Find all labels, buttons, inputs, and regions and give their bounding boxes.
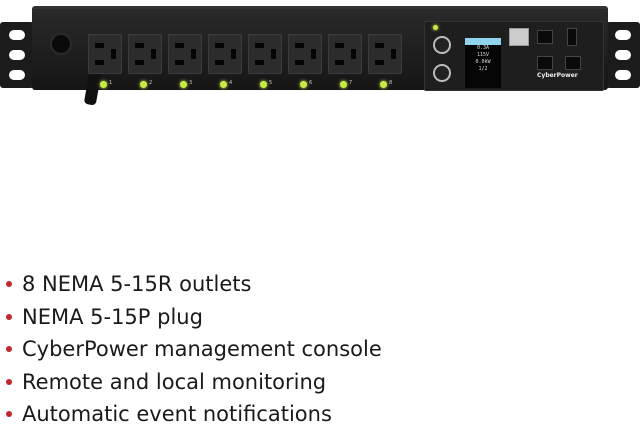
bullet-icon <box>6 346 12 353</box>
feature-item: NEMA 5-15P plug <box>6 301 382 334</box>
outlet-number: 6 <box>309 80 313 86</box>
feature-item: Automatic event notifications <box>6 398 382 431</box>
outlet <box>248 34 282 74</box>
outlet <box>88 34 122 74</box>
lcd-line: 115V <box>476 52 490 58</box>
feature-item: 8 NEMA 5-15R outlets <box>6 268 382 301</box>
outlet-led <box>180 81 187 88</box>
outlet-led <box>380 81 387 88</box>
select-button <box>433 36 451 54</box>
outlet <box>128 34 162 74</box>
usb-port <box>567 28 577 46</box>
feature-text: Remote and local monitoring <box>22 369 327 394</box>
feature-text: NEMA 5-15P plug <box>22 304 203 329</box>
enter-button <box>433 64 451 82</box>
ethernet-port <box>509 28 529 46</box>
brand-logo: CyberPower <box>537 72 578 79</box>
lcd-display: 0.3A 115V 0.0kW 1/2 <box>465 38 501 88</box>
outlet-number: 3 <box>189 80 193 86</box>
lcd-line: 0.0kW <box>475 59 491 65</box>
bullet-icon <box>6 378 12 385</box>
bullet-icon <box>6 313 12 320</box>
bullet-icon <box>6 281 12 288</box>
outlet <box>168 34 202 74</box>
outlet-led <box>140 81 147 88</box>
feature-text: 8 NEMA 5-15R outlets <box>22 272 252 297</box>
outlet-number: 8 <box>389 80 393 86</box>
feature-text: Automatic event notifications <box>22 402 332 427</box>
outlet-number: 2 <box>149 80 153 86</box>
feature-item: CyberPower management console <box>6 333 382 366</box>
rack-ear-left <box>0 22 34 88</box>
console-port <box>565 56 581 70</box>
outlet-number: 7 <box>349 80 353 86</box>
outlet-led <box>100 81 107 88</box>
bullet-icon <box>6 411 12 418</box>
outlet <box>328 34 362 74</box>
outlet <box>288 34 322 74</box>
outlet <box>368 34 402 74</box>
outlet-number: 4 <box>229 80 233 86</box>
feature-text: CyberPower management console <box>22 337 382 362</box>
cord-grommet <box>50 33 72 55</box>
sensor-port <box>537 56 553 70</box>
pdu-body: 1 2 3 4 5 6 7 8 0.3A 115V <box>32 6 608 106</box>
outlet-led <box>220 81 227 88</box>
serial-port <box>537 30 553 44</box>
outlet-led <box>300 81 307 88</box>
outlet-number: 5 <box>269 80 273 86</box>
rack-ear-right <box>606 22 640 88</box>
lcd-page: 1/2 <box>478 66 488 72</box>
status-led <box>433 25 438 30</box>
outlet <box>208 34 242 74</box>
control-panel: 0.3A 115V 0.0kW 1/2 CyberPower <box>424 21 604 91</box>
outlet-led <box>260 81 267 88</box>
outlet-led <box>340 81 347 88</box>
outlet-number: 1 <box>109 80 113 86</box>
feature-item: Remote and local monitoring <box>6 366 382 399</box>
lcd-line: 0.3A <box>476 45 490 51</box>
